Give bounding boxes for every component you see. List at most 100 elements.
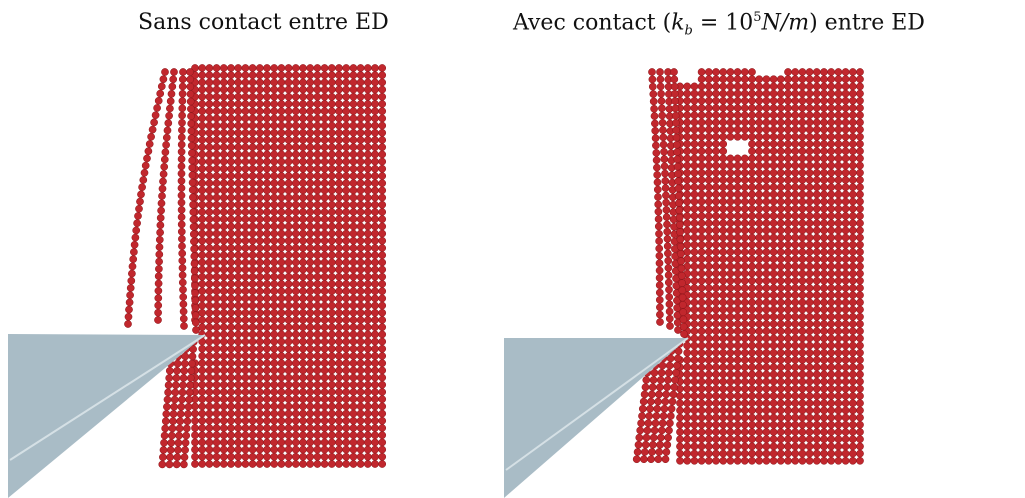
particle bbox=[656, 440, 664, 449]
particle bbox=[125, 298, 134, 307]
particle bbox=[198, 452, 207, 461]
particle bbox=[212, 186, 221, 195]
particle bbox=[284, 445, 293, 454]
particle bbox=[690, 327, 699, 336]
particle bbox=[776, 240, 785, 249]
particle bbox=[740, 276, 749, 285]
particle bbox=[654, 193, 662, 201]
particle bbox=[704, 291, 713, 300]
particle bbox=[241, 193, 250, 202]
particle bbox=[363, 236, 372, 245]
particle bbox=[719, 413, 728, 422]
particle bbox=[320, 92, 329, 101]
particle bbox=[655, 281, 664, 290]
particle bbox=[263, 380, 271, 389]
particle bbox=[356, 164, 365, 173]
particle bbox=[841, 176, 850, 184]
particle bbox=[335, 424, 343, 432]
particle bbox=[270, 352, 279, 360]
particle bbox=[371, 100, 379, 108]
particle bbox=[679, 315, 688, 324]
particle bbox=[363, 100, 372, 108]
particle bbox=[655, 244, 664, 253]
particle bbox=[189, 208, 198, 216]
particle bbox=[726, 255, 735, 264]
particle bbox=[159, 453, 167, 462]
particle bbox=[356, 438, 365, 447]
particle bbox=[740, 255, 749, 264]
particle bbox=[178, 126, 186, 134]
particle bbox=[827, 132, 836, 141]
particle bbox=[827, 262, 836, 271]
particle bbox=[284, 424, 293, 432]
particle bbox=[263, 294, 271, 303]
particle bbox=[335, 150, 343, 159]
particle bbox=[812, 406, 821, 415]
particle bbox=[248, 316, 257, 324]
particle bbox=[277, 359, 286, 368]
particle bbox=[371, 128, 379, 137]
particle bbox=[313, 251, 322, 260]
particle bbox=[255, 244, 264, 252]
particle bbox=[342, 366, 351, 375]
particle bbox=[306, 323, 315, 332]
particle bbox=[798, 118, 807, 127]
particle bbox=[284, 121, 293, 130]
particle bbox=[697, 197, 706, 206]
particle bbox=[659, 133, 668, 142]
particle bbox=[834, 334, 843, 343]
particle bbox=[798, 89, 807, 98]
particle bbox=[678, 293, 687, 302]
particle bbox=[313, 344, 322, 353]
particle bbox=[234, 193, 243, 202]
particle bbox=[198, 208, 207, 216]
particle bbox=[784, 449, 792, 458]
particle bbox=[798, 226, 807, 235]
particle bbox=[726, 248, 735, 256]
particle bbox=[841, 226, 850, 235]
particle bbox=[812, 68, 821, 76]
particle bbox=[657, 433, 665, 442]
particle bbox=[798, 255, 807, 264]
particle bbox=[378, 373, 387, 382]
particle bbox=[234, 200, 243, 209]
particle bbox=[277, 208, 286, 216]
particle bbox=[270, 251, 279, 260]
particle bbox=[791, 262, 800, 271]
particle bbox=[291, 366, 300, 375]
particle bbox=[335, 200, 343, 209]
particle bbox=[241, 92, 250, 101]
particle bbox=[270, 395, 279, 404]
particle bbox=[284, 64, 293, 72]
particle bbox=[791, 161, 800, 170]
particle bbox=[363, 330, 372, 339]
particle bbox=[769, 305, 778, 314]
particle bbox=[378, 128, 387, 137]
particle bbox=[671, 111, 680, 120]
particle bbox=[841, 348, 850, 357]
particle bbox=[791, 356, 800, 364]
particle bbox=[349, 445, 358, 454]
particle bbox=[638, 412, 646, 420]
particle bbox=[755, 420, 764, 429]
particle bbox=[712, 161, 720, 170]
particle bbox=[342, 251, 351, 260]
particle bbox=[704, 384, 713, 393]
particle bbox=[313, 323, 322, 332]
particle bbox=[712, 132, 720, 141]
particle bbox=[371, 416, 379, 425]
particle bbox=[371, 258, 379, 267]
particle bbox=[175, 431, 183, 440]
particle bbox=[363, 380, 372, 389]
particle bbox=[255, 258, 264, 267]
particle bbox=[327, 258, 336, 267]
particle bbox=[856, 377, 864, 386]
particle bbox=[791, 168, 800, 177]
particle bbox=[270, 164, 279, 173]
particle bbox=[791, 269, 800, 278]
particle bbox=[263, 388, 271, 396]
particle bbox=[205, 402, 214, 411]
particle bbox=[234, 251, 243, 260]
particle bbox=[270, 143, 279, 152]
particle bbox=[277, 128, 286, 137]
